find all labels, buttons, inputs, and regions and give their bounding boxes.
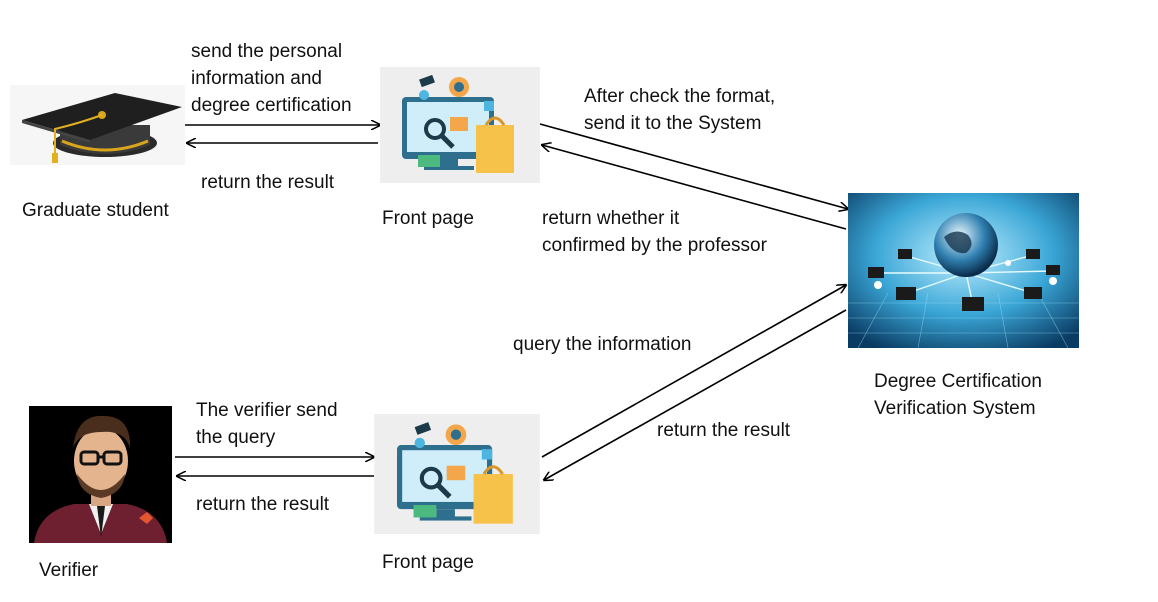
edge-label-system-to-front: return whether it confirmed by the profe… [542,208,767,256]
verifier-portrait [29,406,172,543]
edge-label-grad-to-front: send the personal information and degree… [191,41,352,116]
front-page-bottom-label: Front page [382,552,474,573]
graduate-student-label: Graduate student [22,200,169,221]
arrow-front2-to-system [541,285,846,458]
edge-label-front-to-grad: return the result [201,172,335,193]
front-page-top-label: Front page [382,208,474,229]
graduation-cap-icon [10,85,185,165]
front-page-bottom-illustration [374,414,540,534]
edge-label-front2-to-system: query the information [513,334,692,355]
verifier-label: Verifier [39,560,99,581]
edge-label-system-to-front2: return the result [657,420,791,441]
network-globe-illustration [848,193,1079,349]
degree-system-label: Degree Certification Verification System [874,371,1042,419]
arrow-system-to-front [542,145,847,230]
arrow-front-to-system [539,123,848,209]
edge-label-front-to-verifier: return the result [196,494,330,515]
edge-label-front-to-system: After check the format, send it to the S… [584,86,776,134]
edge-label-verifier-to-front: The verifier send the query [196,400,338,448]
arrow-system-to-front2 [544,309,847,480]
front-page-top-illustration [380,67,540,183]
